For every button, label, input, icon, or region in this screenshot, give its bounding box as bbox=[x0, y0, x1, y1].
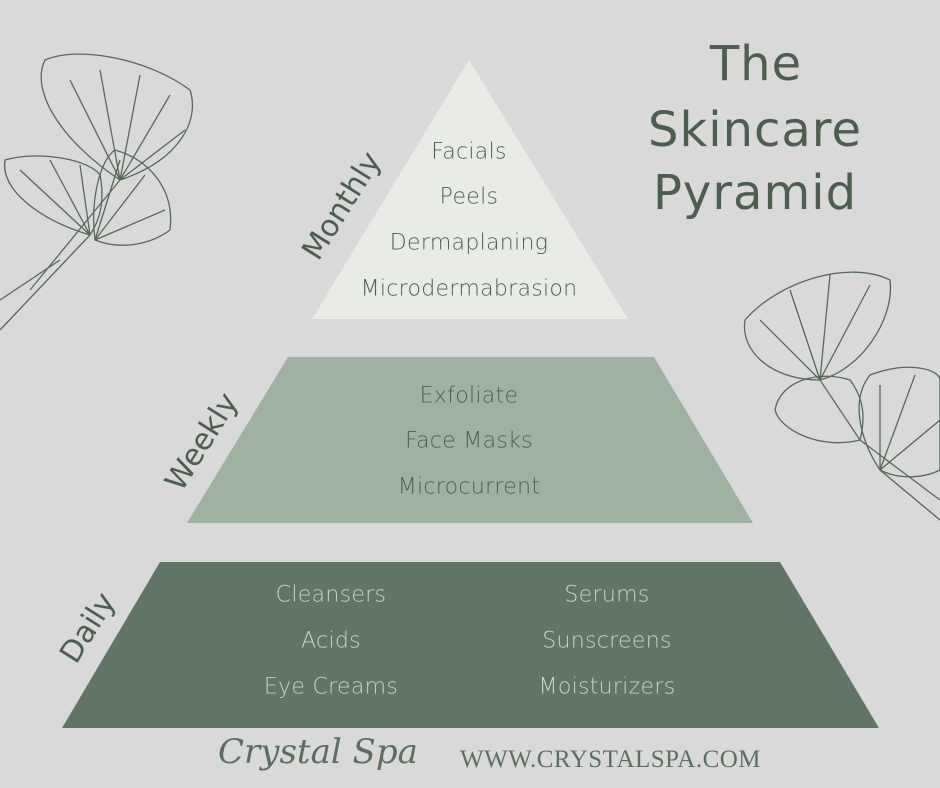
daily-item: Moisturizers bbox=[538, 674, 676, 700]
weekly-item: Face Masks bbox=[405, 428, 533, 454]
daily-item: Acids bbox=[301, 628, 361, 654]
monthly-item: Facials bbox=[431, 139, 507, 165]
daily-item: Eye Creams bbox=[263, 674, 399, 700]
title-line-3: Pyramid bbox=[652, 165, 858, 221]
monthly-tier bbox=[312, 60, 628, 319]
website-url: WWW.CRYSTALSPA.COM bbox=[460, 746, 762, 773]
daily-item: Serums bbox=[564, 582, 650, 608]
weekly-tier bbox=[187, 357, 753, 523]
ginkgo-leaves-right-icon bbox=[743, 271, 940, 521]
daily-item: Sunscreens bbox=[542, 628, 672, 654]
daily-tier bbox=[62, 562, 879, 728]
ginkgo-leaves-left-icon bbox=[0, 53, 194, 331]
monthly-item: Dermaplaning bbox=[389, 230, 549, 256]
monthly-item: Microdermabrasion bbox=[360, 276, 578, 302]
daily-item: Cleansers bbox=[275, 582, 387, 608]
weekly-item: Exfoliate bbox=[419, 383, 519, 409]
weekly-item: Microcurrent bbox=[397, 474, 541, 500]
brand-name: Crystal Spa bbox=[218, 732, 418, 772]
title-line-1: The bbox=[709, 36, 803, 92]
monthly-item: Peels bbox=[439, 184, 499, 210]
title-line-2: Skincare bbox=[647, 102, 863, 158]
